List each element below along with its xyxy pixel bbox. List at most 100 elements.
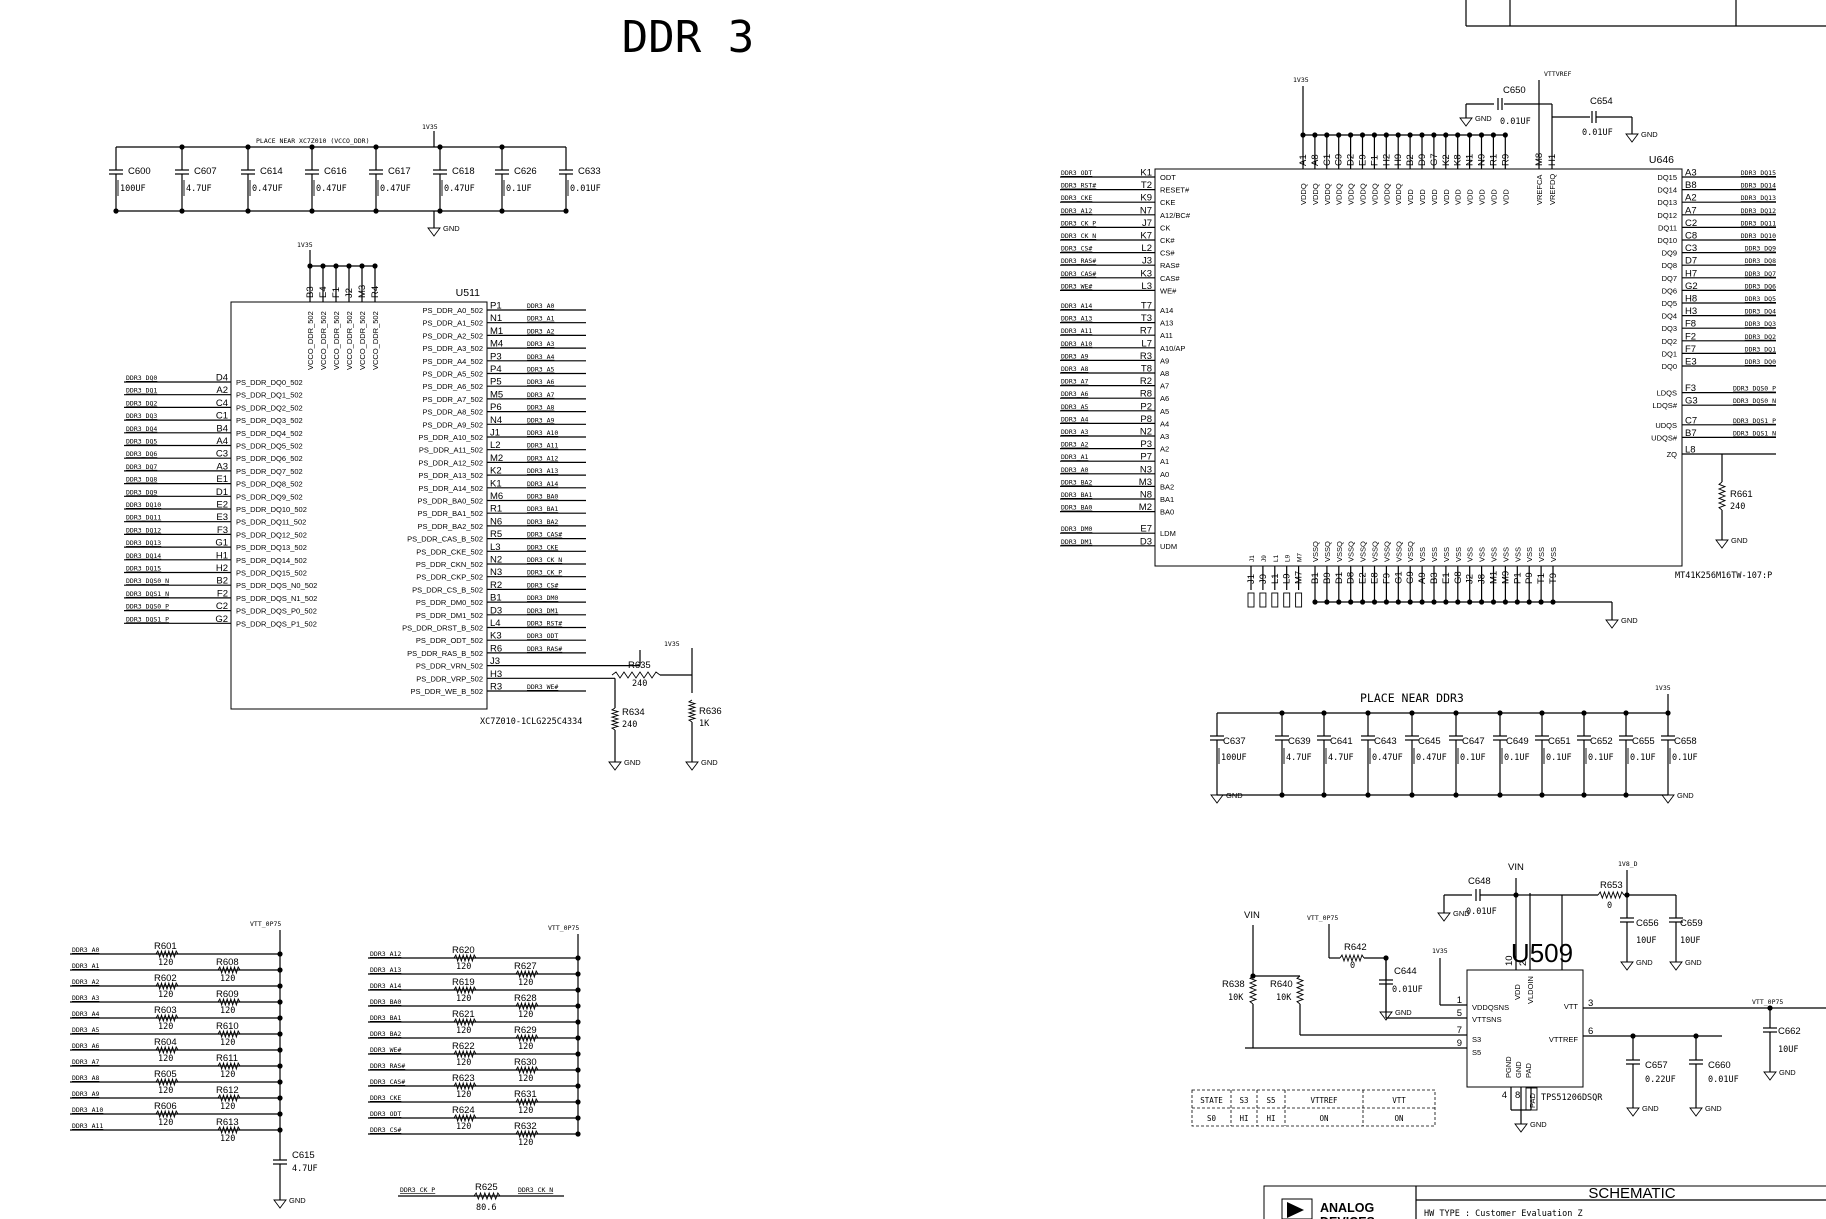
resistor-zigzag: [453, 1113, 477, 1123]
res-value: 120: [220, 1070, 235, 1080]
pin-name: DQ9: [1662, 249, 1677, 258]
pin-number: H1: [216, 550, 228, 561]
ground-symbol-icon: [1210, 794, 1224, 804]
pin-number: E1: [1441, 572, 1452, 584]
pin-number: M2: [1139, 502, 1152, 513]
pin-name: VDDQ: [1359, 183, 1368, 205]
pin-name: VTTSNS: [1472, 1015, 1502, 1024]
junction-dot: [1502, 132, 1508, 138]
net-label: DDR3_A8: [72, 1074, 99, 1082]
pin-name: VSSQ: [1311, 541, 1320, 562]
net-label: DDR3_DQS1_P: [126, 615, 169, 623]
junction-dot: [1630, 1033, 1636, 1039]
pin-name: A1: [1160, 457, 1169, 466]
ground-symbol-icon: [1625, 133, 1639, 143]
net-label: DDR3_A2: [1061, 441, 1088, 449]
pin-name: VSS: [1454, 547, 1463, 562]
cap-ref: C639: [1288, 736, 1311, 747]
net-label: DDR3_A9: [527, 416, 554, 424]
res-ref: R629: [514, 1025, 537, 1036]
pin-number: P1: [490, 301, 502, 312]
pin-number: P9: [1524, 572, 1535, 584]
pin-name: VSS: [1549, 547, 1558, 562]
resistor-zigzag: [217, 965, 241, 975]
pin-name: PS_DDR_DQ3_502: [236, 416, 303, 425]
nc-label: L1: [1273, 554, 1280, 562]
resistor-zigzag: [473, 1191, 501, 1201]
cap-value: 0.47UF: [252, 184, 283, 194]
net-label: DDR3_A5: [1061, 403, 1088, 411]
pin-name: VSSQ: [1382, 541, 1391, 562]
u511-body: [230, 301, 488, 710]
junction-dot: [309, 208, 315, 214]
pin-name: PS_DDR_CKP_502: [416, 573, 483, 582]
no-connect-box: [1295, 592, 1303, 608]
pin-number: T7: [1141, 301, 1152, 312]
res-ref: R612: [216, 1085, 239, 1096]
ground-symbol-icon: [1689, 1107, 1703, 1117]
net-label: DDR3_CAS#: [527, 531, 562, 539]
rail-label: VIN: [1508, 862, 1524, 873]
pin-name: VDD: [1513, 984, 1522, 1000]
pin-number: J8: [1477, 574, 1488, 584]
net-label: DDR3_A0: [527, 302, 554, 310]
pin-name: VSSQ: [1347, 541, 1356, 562]
junction-dot: [1312, 132, 1318, 138]
pin-number: A3: [216, 461, 228, 472]
pin-number: A2: [1685, 193, 1697, 204]
rail-label: VTT_0P75: [548, 924, 579, 932]
table-header: S5: [1266, 1096, 1275, 1105]
pin-number: G2: [215, 614, 228, 625]
net-label: DDR3_A3: [72, 994, 99, 1002]
pin-number: F3: [217, 525, 228, 536]
net-label: DDR3_A4: [527, 353, 554, 361]
pin-number: H2: [1381, 154, 1392, 166]
place-note: PLACE NEAR DDR3: [1360, 691, 1464, 705]
pin-number: P5: [490, 377, 502, 388]
pin-number: R1: [490, 504, 502, 515]
rail-label: VTT_0P75: [1752, 998, 1783, 1006]
pin-number: K2: [490, 466, 502, 477]
pin-name: DQ3: [1662, 324, 1677, 333]
pin-name: PS_DDR_DQS_P0_502: [236, 607, 317, 616]
junction-dot: [1497, 710, 1503, 716]
pin-number: N9: [1477, 154, 1488, 166]
pin-number: K8: [1453, 154, 1464, 166]
pin-number: J2: [344, 288, 355, 298]
pin-name: VSSQ: [1406, 541, 1415, 562]
pin-number: G8: [1453, 571, 1464, 584]
pin-number: J7: [1142, 218, 1152, 229]
pin-number: A1: [1298, 154, 1309, 166]
pin-number: N7: [1140, 205, 1152, 216]
pin-name: VSS: [1513, 547, 1522, 562]
ground-symbol-icon: [1669, 961, 1683, 971]
cap-value: 0.01UF: [570, 184, 601, 194]
net-label: DDR3_CKE: [527, 543, 558, 551]
pin-number: K3: [490, 631, 502, 642]
junction-dot: [1453, 710, 1459, 716]
net-label: DDR3_DQ6: [126, 450, 157, 458]
pin-number: L7: [1141, 338, 1152, 349]
u511-part: XC7Z010-1CLG225C4334: [480, 717, 582, 727]
pin-number: P6: [490, 402, 502, 413]
res-ref: R630: [514, 1057, 537, 1068]
ground-symbol-icon: [273, 1199, 287, 1209]
ground-symbol-icon: [1626, 1107, 1640, 1117]
resistor-zigzag: [217, 1061, 241, 1071]
pin-number: M2: [490, 453, 503, 464]
nc-label: J9: [1261, 555, 1268, 562]
pin-number: T3: [1141, 313, 1152, 324]
pin-name: S3: [1472, 1035, 1481, 1044]
junction-dot: [499, 208, 505, 214]
junction-dot: [245, 208, 251, 214]
pin-name: PS_DDR_CKN_502: [416, 560, 483, 569]
res-ref: R631: [514, 1089, 537, 1100]
pin-number: G2: [1685, 281, 1698, 292]
net-label: DDR3_A4: [72, 1010, 99, 1018]
net-label: DDR3_WE#: [370, 1046, 401, 1054]
pin-name: PS_DDR_BA2_502: [418, 522, 483, 531]
pin-number: F7: [1685, 344, 1696, 355]
res-value: 0: [1350, 961, 1355, 971]
net-label: DDR3_DQ10: [1741, 232, 1776, 240]
